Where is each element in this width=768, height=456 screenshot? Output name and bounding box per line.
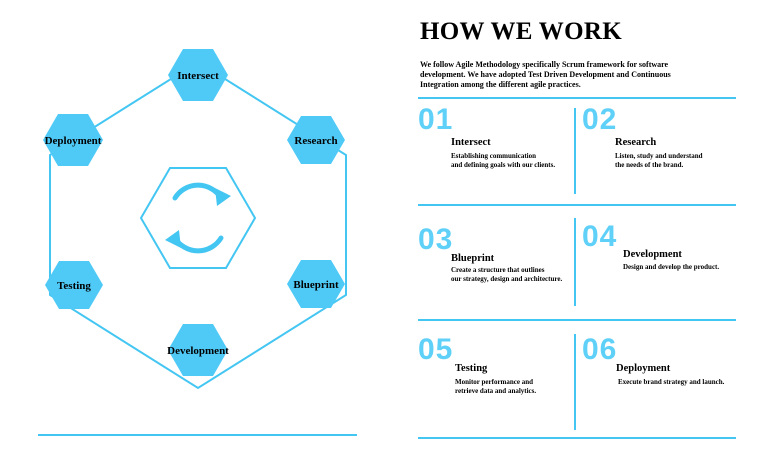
step-description-line: retrieve data and analytics.	[455, 387, 537, 395]
hex-label-blueprint: Blueprint	[293, 279, 339, 291]
intro-paragraph: We follow Agile Methodology specifically…	[420, 60, 736, 90]
divider-col-2	[574, 218, 576, 306]
hexagon-deployment	[43, 114, 103, 166]
step-description: Monitor performance and retrieve data an…	[455, 378, 536, 396]
step-title: Intersect	[451, 137, 491, 148]
step-number: 01	[418, 103, 454, 136]
hex-label-research: Research	[294, 135, 337, 147]
intro-line: development. We have adopted Test Driven…	[420, 70, 671, 79]
step-title: Blueprint	[451, 253, 495, 264]
divider-col-1	[574, 108, 576, 194]
center-hexagon	[139, 167, 257, 269]
divider-row-2	[418, 319, 736, 321]
step-description-line: Create a structure that outlines	[451, 266, 545, 274]
page-title: HOW WE WORK	[420, 18, 622, 45]
step-description: Listen, study and understand the needs o…	[615, 152, 703, 170]
refresh-arrowhead-top	[215, 188, 231, 206]
process-cycle-diagram: Intersect Research Blueprint Development…	[38, 49, 357, 436]
step-description-line: and defining goals with our clients.	[451, 161, 556, 169]
step-title: Development	[623, 249, 682, 260]
hexagon-blueprint	[287, 260, 345, 308]
hex-label-deployment: Deployment	[45, 135, 102, 147]
step-title: Testing	[455, 363, 488, 374]
cycle-ring	[49, 60, 347, 390]
step-description-line: Listen, study and understand	[615, 152, 703, 160]
divider-top	[418, 97, 736, 99]
step-description-line: our strategy, design and architecture.	[451, 275, 563, 283]
hex-label-intersect: Intersect	[177, 70, 219, 82]
step-description: Create a structure that outlines our str…	[451, 266, 562, 284]
step-number: 06	[582, 333, 618, 366]
hex-label-development: Development	[167, 345, 229, 357]
step-title: Research	[615, 137, 657, 148]
refresh-cycle-icon	[172, 182, 224, 254]
hex-label-testing: Testing	[57, 280, 91, 292]
hexagon-research	[287, 116, 345, 164]
step-description-line: Execute brand strategy and launch.	[618, 378, 725, 386]
hexagon-testing	[45, 261, 103, 309]
step-description: Establishing communication and defining …	[451, 152, 555, 170]
divider-bottom	[418, 437, 736, 439]
step-description-line: Design and develop the product.	[623, 263, 720, 271]
step-number: 02	[582, 103, 618, 136]
refresh-arrowhead-bottom	[165, 230, 181, 248]
step-number: 04	[582, 220, 618, 253]
step-number: 05	[418, 333, 454, 366]
hexagon-intersect	[168, 49, 228, 101]
step-description-line: the needs of the brand.	[615, 161, 684, 169]
intro-line: We follow Agile Methodology specifically…	[420, 60, 669, 69]
step-description-line: Establishing communication	[451, 152, 536, 160]
divider-col-3	[574, 334, 576, 430]
step-number: 03	[418, 223, 454, 256]
hexagon-development	[168, 324, 228, 376]
step-description: Design and develop the product.	[623, 263, 719, 272]
step-title: Deployment	[616, 363, 671, 374]
step-description: Execute brand strategy and launch.	[618, 378, 724, 387]
divider-row-1	[418, 204, 736, 206]
step-description-line: Monitor performance and	[455, 378, 534, 386]
intro-line: Integration among the different agile pr…	[420, 80, 581, 89]
